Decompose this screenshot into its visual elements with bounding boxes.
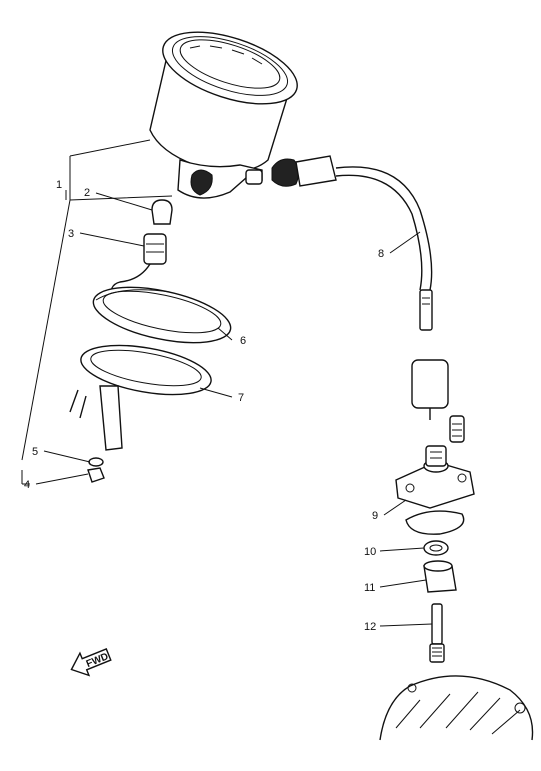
callout-8: 8 [378, 248, 384, 260]
fwd-label: FWD [85, 651, 110, 670]
callout-4: 4 [24, 479, 30, 491]
speedometer-assembly [149, 31, 298, 199]
drive-gear-part [429, 603, 445, 663]
callout-10: 10 [364, 546, 376, 558]
callout-3: 3 [68, 228, 74, 240]
speedometer-cable-part [271, 155, 449, 420]
callout-1: 1 [56, 179, 62, 191]
leader-lines [21, 139, 433, 627]
nut-part [87, 467, 105, 483]
callout-6: 6 [240, 335, 246, 347]
washer-part [88, 457, 104, 467]
engine-case [379, 675, 534, 741]
oil-seal-part [423, 540, 449, 556]
bulb-part [151, 199, 173, 225]
bushing-part [423, 560, 457, 593]
callout-11: 11 [364, 582, 375, 594]
bracket-ring-part [92, 286, 232, 344]
fwd-arrow: FWD [70, 648, 112, 677]
cushion-ring-part [69, 344, 212, 451]
callout-9: 9 [372, 510, 378, 522]
callout-12: 12 [364, 621, 376, 633]
callout-2: 2 [84, 187, 90, 199]
callout-7: 7 [238, 392, 244, 404]
callout-5: 5 [32, 446, 38, 458]
gear-housing-part [395, 415, 475, 535]
